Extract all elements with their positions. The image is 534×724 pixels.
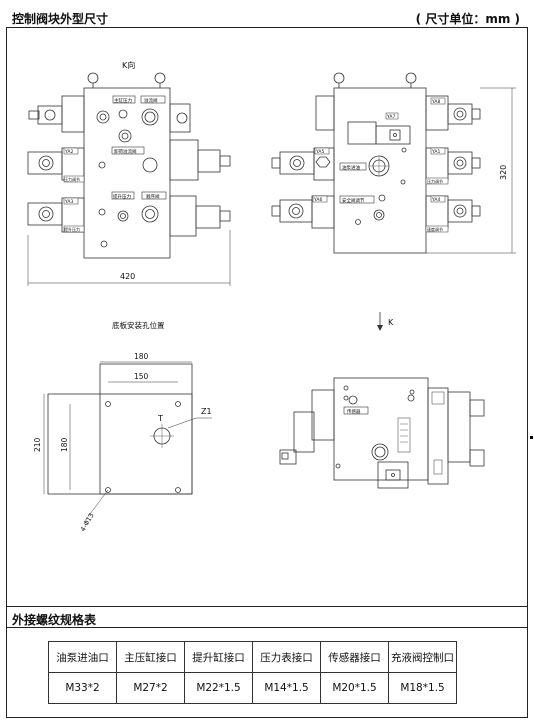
table-header-cell: 充液阀控制口 xyxy=(388,641,457,673)
svg-text:210: 210 xyxy=(33,437,42,452)
table-row: 油泵进油口 主压缸接口 提升缸接口 压力表接口 传感器接口 充液阀控制口 xyxy=(48,641,457,673)
section-header-spec: 外接螺纹规格表 xyxy=(6,606,528,628)
svg-text:YA8: YA8 xyxy=(431,99,440,105)
svg-text:150: 150 xyxy=(134,372,149,381)
dim-height-side: 320 xyxy=(499,165,508,180)
svg-text:卸荷溢流阀: 卸荷溢流阀 xyxy=(114,148,137,155)
svg-text:YA5: YA5 xyxy=(315,149,324,155)
view-k-title: K向 xyxy=(122,60,135,70)
rear-valve-block xyxy=(333,87,427,254)
table-cell: M18*1.5 xyxy=(388,672,457,704)
svg-text:安全阀调节: 安全阀调节 xyxy=(342,197,365,204)
lifting-eye-right xyxy=(154,72,166,84)
front-view: K向 主缸压力 溢流阀 卸荷溢流阀 提升压力 xyxy=(27,60,231,286)
svg-text:YA3: YA3 xyxy=(64,199,73,205)
svg-text:顺序阀: 顺序阀 xyxy=(146,193,160,200)
lifting-eye-left xyxy=(87,72,99,84)
rear-view: YA7 YA8 YA5 YA1 压力调节 YA6 YA4 速度调节 xyxy=(271,72,516,254)
svg-text:提升压力: 提升压力 xyxy=(113,193,131,200)
table-cell: M27*2 xyxy=(116,672,185,704)
table-cell: M20*1.5 xyxy=(320,672,389,704)
svg-text:压力调节: 压力调节 xyxy=(64,176,80,182)
technical-drawing: K向 主缸压力 溢流阀 卸荷溢流阀 提升压力 xyxy=(27,60,516,533)
view-k-arrow: K xyxy=(388,318,394,327)
section-header-dimensions: 控制阀块外型尺寸 ( 尺寸单位：mm ) xyxy=(6,6,528,28)
table-row: M33*2 M27*2 M22*1.5 M14*1.5 M20*1.5 M18*… xyxy=(48,672,457,704)
table-cell: M22*1.5 xyxy=(184,672,253,704)
svg-text:180: 180 xyxy=(60,437,69,452)
unit-note: ( 尺寸单位：mm ) xyxy=(415,12,520,26)
mount-caption: 底板安装孔位置 xyxy=(112,320,165,330)
mount-plate xyxy=(47,393,193,495)
svg-text:4-Φ13: 4-Φ13 xyxy=(79,512,96,533)
table-header-cell: 压力表接口 xyxy=(252,641,321,673)
table-cell: M14*1.5 xyxy=(252,672,321,704)
svg-text:T: T xyxy=(157,414,163,423)
solenoid-front-2 xyxy=(38,155,54,171)
solenoid-front-3 xyxy=(38,206,54,222)
svg-text:油泵进油: 油泵进油 xyxy=(342,164,360,171)
table-header-cell: 传感器接口 xyxy=(320,641,389,673)
solenoid-front-1 xyxy=(44,109,56,121)
svg-text:压力调节: 压力调节 xyxy=(427,178,443,184)
dim-width-front: 420 xyxy=(120,272,135,281)
front-valve-block xyxy=(83,87,171,259)
svg-text:180: 180 xyxy=(134,352,149,361)
table-header-cell: 提升缸接口 xyxy=(184,641,253,673)
table-cell: M33*2 xyxy=(48,672,117,704)
svg-text:传感器: 传感器 xyxy=(347,408,361,415)
svg-text:YA4: YA4 xyxy=(431,197,440,203)
section-title: 控制阀块外型尺寸 xyxy=(12,12,109,26)
svg-text:YA7: YA7 xyxy=(386,114,395,120)
spec-title: 外接螺纹规格表 xyxy=(12,613,97,627)
margin-mark xyxy=(530,436,533,439)
svg-text:速度调节: 速度调节 xyxy=(427,226,443,232)
svg-text:YA6: YA6 xyxy=(313,197,322,203)
svg-text:主缸压力: 主缸压力 xyxy=(114,97,132,104)
svg-text:YA2: YA2 xyxy=(64,149,73,155)
table-header-cell: 油泵进油口 xyxy=(48,641,117,673)
thread-spec-table: 油泵进油口 主压缸接口 提升缸接口 压力表接口 传感器接口 充液阀控制口 M33… xyxy=(48,641,457,704)
svg-text:溢流阀: 溢流阀 xyxy=(144,97,158,104)
svg-text:YA1: YA1 xyxy=(431,149,440,155)
svg-text:Z1: Z1 xyxy=(201,407,212,416)
table-header-cell: 主压缸接口 xyxy=(116,641,185,673)
mount-plate-view: 底板安装孔位置 180 150 210 180 T Z1 4-Φ13 xyxy=(33,320,212,533)
svg-text:提升压力: 提升压力 xyxy=(64,226,80,232)
bottom-view: 传感器 xyxy=(279,377,485,489)
